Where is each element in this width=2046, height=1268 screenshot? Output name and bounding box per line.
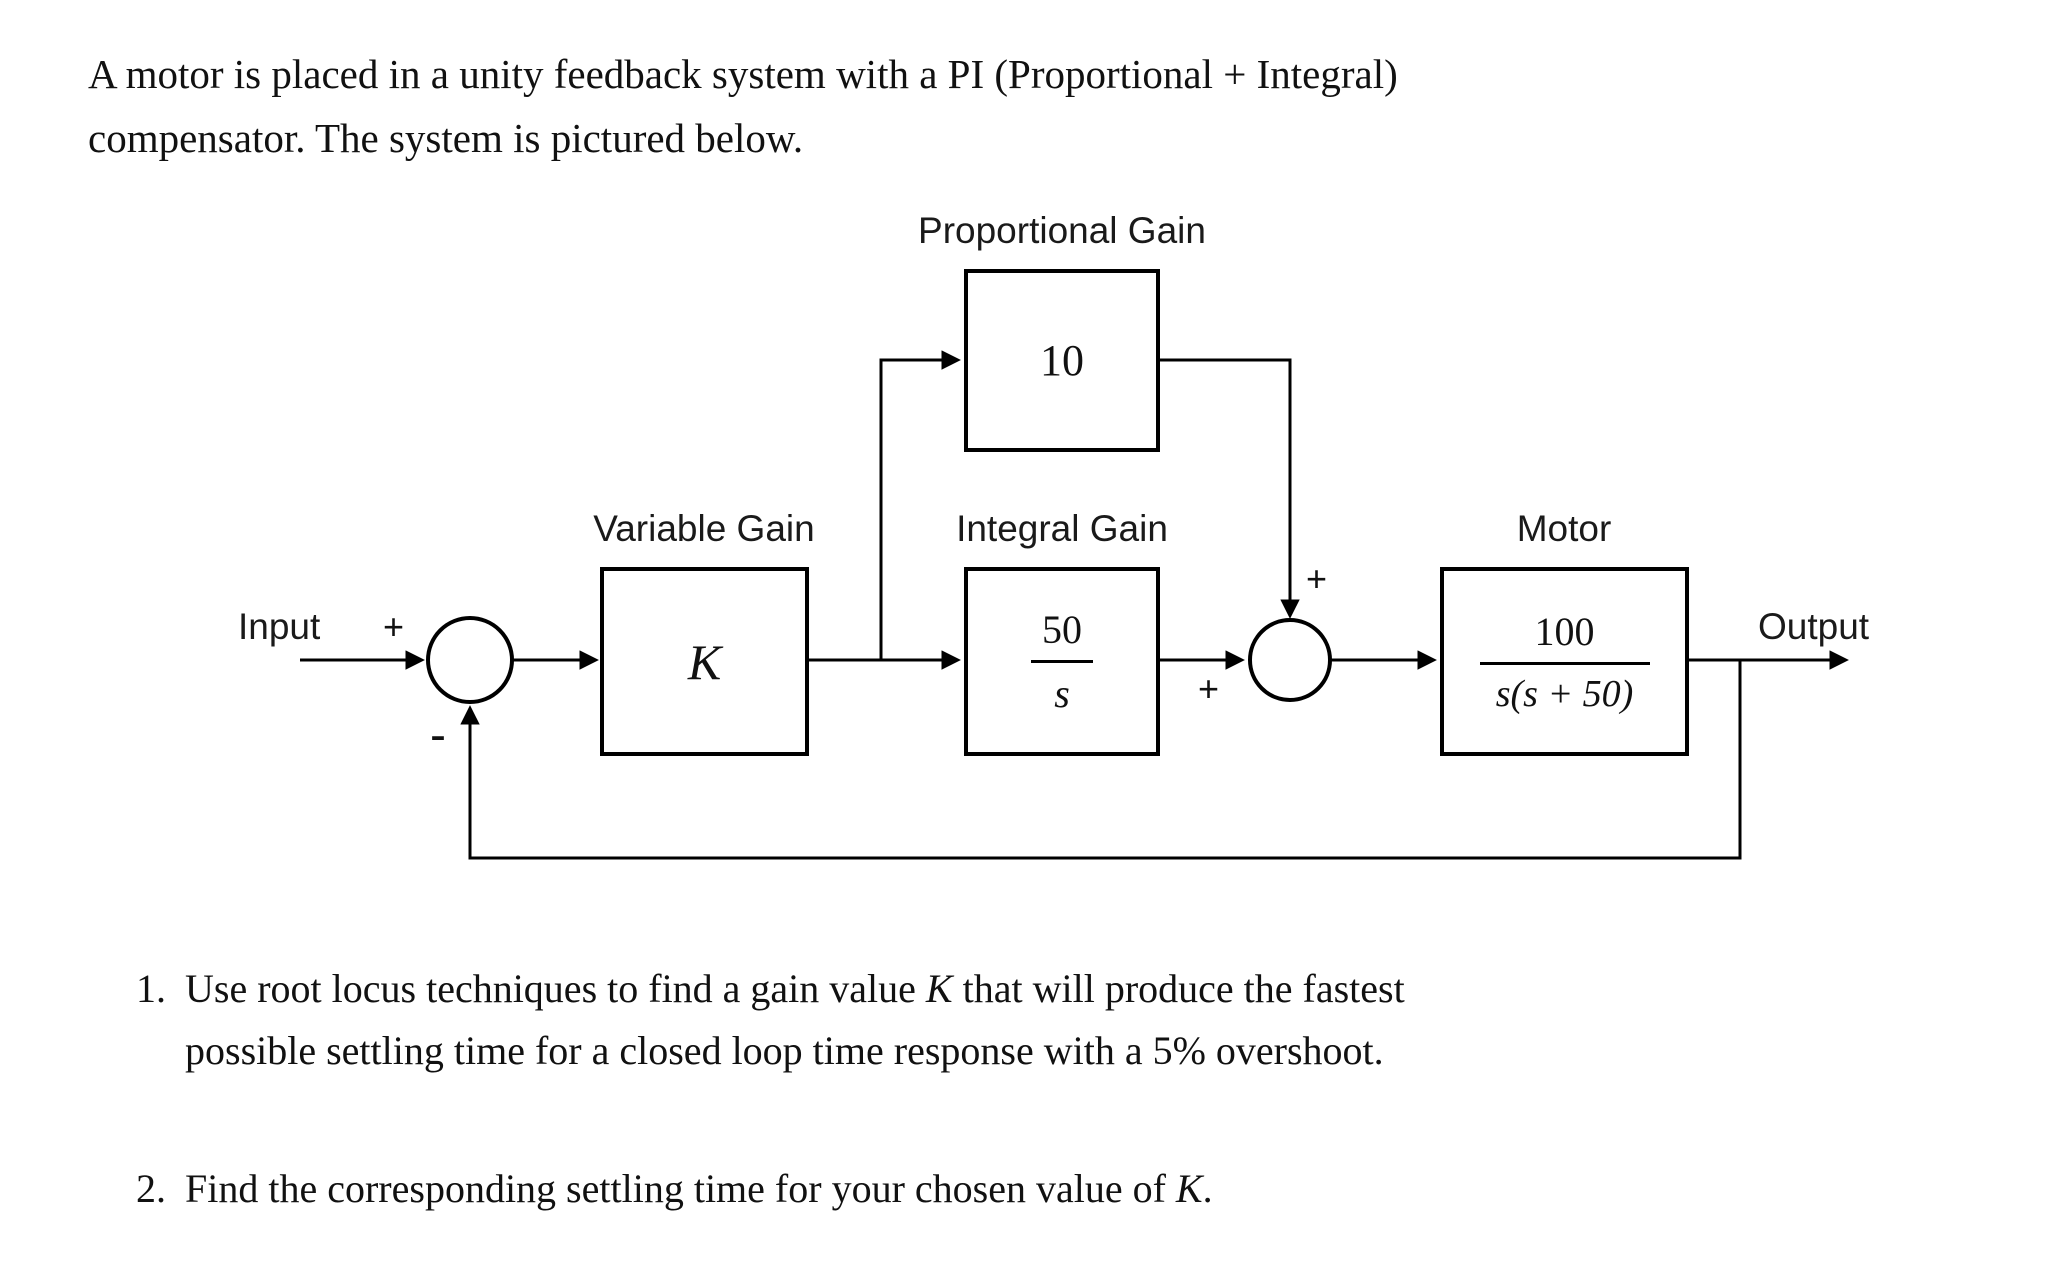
intro-line-1: A motor is placed in a unity feedback sy… xyxy=(88,51,1398,97)
input-label: Input xyxy=(238,606,321,647)
proportional-gain-box xyxy=(964,269,1160,452)
integral-gain-fraction: 50 s xyxy=(966,569,1158,754)
branch-to-proportional-line xyxy=(879,350,961,660)
problem-1-text: Use root locus techniques to find a gain… xyxy=(185,958,1405,1082)
variable-gain-value: K xyxy=(687,633,722,690)
problem-item-2: 2. Find the corresponding settling time … xyxy=(136,1158,1213,1220)
problem-2-number: 2. xyxy=(136,1166,166,1211)
gain-variable-k: K xyxy=(1175,1166,1203,1211)
problem-1-line-2: possible settling time for a closed loop… xyxy=(185,1028,1384,1073)
problem-item-1: 1. Use root locus techniques to find a g… xyxy=(136,958,1405,1082)
intro-paragraph: A motor is placed in a unity feedback sy… xyxy=(88,42,1398,170)
sum2-plus-top-sign: + xyxy=(1306,558,1328,599)
motor-numerator: 100 xyxy=(1534,608,1595,654)
proportional-gain-label: Proportional Gain xyxy=(918,210,1206,251)
problem-1-number: 1. xyxy=(136,966,166,1011)
integral-numerator: 50 xyxy=(1042,607,1082,652)
problem-1-text-post: that will produce the fastest xyxy=(952,966,1405,1011)
motor-denominator: s(s + 50) xyxy=(1495,672,1634,715)
proportional-gain-value: 10 xyxy=(1040,336,1084,385)
problem-2-text-pre: Find the corresponding settling time for… xyxy=(185,1166,1176,1211)
problem-2-text-post: . xyxy=(1202,1166,1213,1211)
problem-1-text-pre: Use root locus techniques to find a gain… xyxy=(185,966,926,1011)
sum1-minus-sign: - xyxy=(430,709,446,762)
fraction-bar xyxy=(1031,660,1093,663)
motor-label: Motor xyxy=(1516,508,1612,549)
integral-denominator: s xyxy=(1054,671,1070,716)
fraction-bar xyxy=(1479,661,1650,665)
sum1-plus-sign: + xyxy=(383,606,405,647)
integral-gain-label: Integral Gain xyxy=(956,508,1168,549)
problem-1-line-1: Use root locus techniques to find a gain… xyxy=(185,958,1405,1020)
summing-junction-1 xyxy=(426,616,514,704)
variable-gain-label: Variable Gain xyxy=(593,508,815,549)
gain-variable-k: K xyxy=(925,966,953,1011)
problem-2-text: Find the corresponding settling time for… xyxy=(185,1158,1213,1220)
output-label: Output xyxy=(1758,606,1870,647)
motor-transfer-function: 100 s(s + 50) xyxy=(1442,569,1687,754)
intro-line-2: compensator. The system is pictured belo… xyxy=(88,115,804,161)
variable-gain-box xyxy=(600,567,809,756)
proportional-to-sum2-line xyxy=(1158,358,1300,619)
sum2-plus-left-sign: + xyxy=(1198,668,1220,709)
summing-junction-2 xyxy=(1248,618,1332,702)
feedback-line xyxy=(460,660,1742,860)
